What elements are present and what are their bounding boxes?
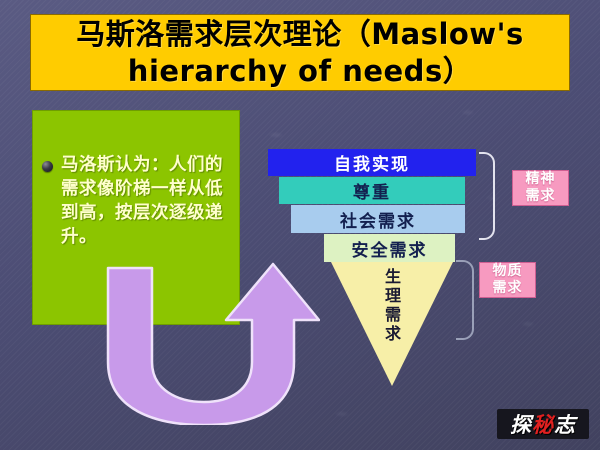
- pyramid-layer-label: 尊重: [353, 183, 391, 203]
- bullet-sphere-icon: [42, 161, 53, 172]
- watermark-char-3: 志: [554, 413, 576, 437]
- bracket-material-icon: [456, 260, 474, 340]
- pyramid-layer-label: 生理需求: [382, 268, 401, 344]
- group-label-line1: 物质: [492, 262, 523, 279]
- bracket-spiritual-icon: [479, 152, 495, 240]
- page-title: 马斯洛需求层次理论（Maslow's hierarchy of needs）: [76, 17, 524, 88]
- pyramid-layer-physiological: 生理需求: [331, 262, 453, 386]
- pyramid-layer-esteem: 尊重: [279, 177, 465, 204]
- group-label-material: 物质 需求: [479, 262, 536, 298]
- group-label-line2: 需求: [492, 280, 523, 296]
- watermark-char-1: 探: [510, 413, 532, 437]
- group-label-spiritual: 精神 需求: [512, 170, 569, 206]
- group-label-line2: 需求: [525, 188, 556, 204]
- pyramid-layer-social: 社会需求: [291, 205, 465, 233]
- watermark-char-2: 秘: [532, 413, 554, 437]
- group-label-line1: 精神: [525, 170, 556, 187]
- pyramid-layer-label: 社会需求: [340, 211, 416, 232]
- slide-title-box: 马斯洛需求层次理论（Maslow's hierarchy of needs）: [30, 14, 570, 91]
- curved-up-arrow-icon: [106, 262, 320, 425]
- watermark-logo: 探 秘 志: [497, 409, 589, 439]
- pyramid-layer-label: 安全需求: [351, 240, 428, 261]
- pyramid-layer-label: 自我实现: [334, 155, 410, 175]
- description-text: 马洛斯认为：人们的需求像阶梯一样从低到高，按层次逐级递升。: [61, 155, 223, 248]
- pyramid-layer-safety: 安全需求: [324, 234, 455, 262]
- pyramid-layer-self-actualization: 自我实现: [268, 149, 476, 176]
